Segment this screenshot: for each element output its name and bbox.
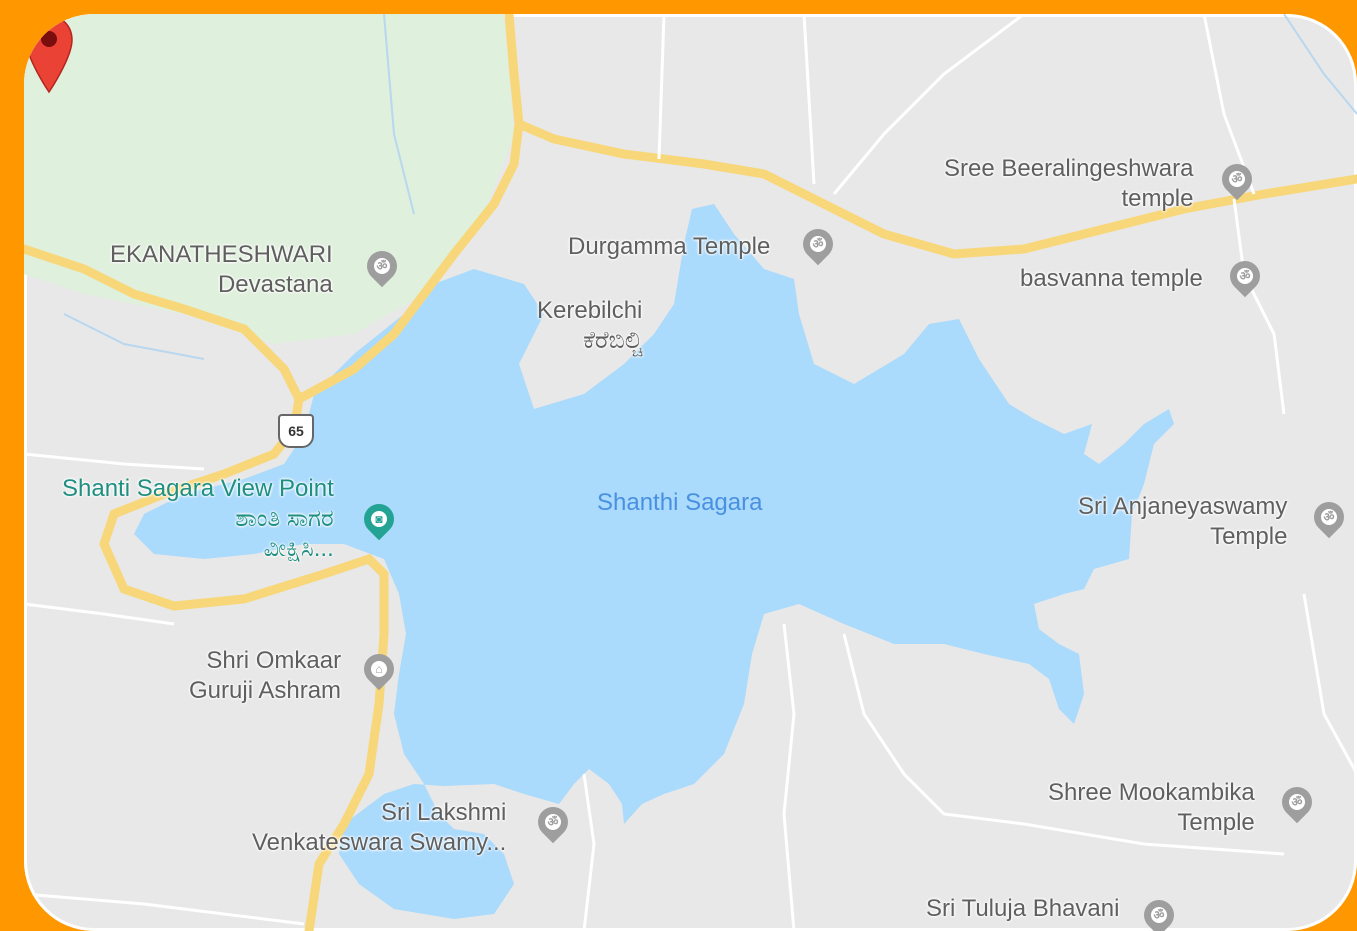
place-kerebilchi-label[interactable]: Kerebilchi ಕೆರೆಬಿಲ್ಚಿ bbox=[537, 297, 643, 354]
place-anjaneyaswamy-label[interactable]: Sri Anjaneyaswamy Temple bbox=[1078, 493, 1288, 550]
place-basvanna-label[interactable]: basvanna temple bbox=[1020, 265, 1203, 292]
minor-roads bbox=[24, 14, 1357, 931]
place-tuluja-label[interactable]: Sri Tuluja Bhavani bbox=[926, 895, 1120, 922]
major-roads bbox=[24, 14, 1357, 931]
lake-shape bbox=[134, 204, 1174, 919]
place-durgamma-label[interactable]: Durgamma Temple bbox=[568, 233, 771, 260]
place-mookambika-label[interactable]: Shree Mookambika Temple bbox=[1048, 779, 1255, 836]
place-ekanatheshwari-label[interactable]: EKANATHESHWARI Devastana bbox=[110, 241, 333, 298]
highway-shield-icon: 65 bbox=[278, 414, 314, 448]
streams bbox=[63, 14, 1357, 360]
place-lakshmi-label[interactable]: Sri Lakshmi Venkateswara Swamy... bbox=[252, 799, 507, 856]
map-frame[interactable]: EKANATHESHWARI Devastana ॐ Durgamma Temp… bbox=[24, 14, 1357, 931]
place-viewpoint-label[interactable]: Shanti Sagara View Point ಶಾಂತಿ ಸಾಗರ ವೀಕ್… bbox=[62, 475, 334, 562]
place-beeralingeshwara-label[interactable]: Sree Beeralingeshwara temple bbox=[944, 155, 1194, 212]
map-canvas[interactable] bbox=[24, 14, 1357, 931]
location-marker-icon[interactable] bbox=[24, 14, 74, 94]
lake-label: Shanthi Sagara bbox=[597, 489, 763, 516]
place-omkaar-label[interactable]: Shri Omkaar Guruji Ashram bbox=[189, 647, 342, 704]
